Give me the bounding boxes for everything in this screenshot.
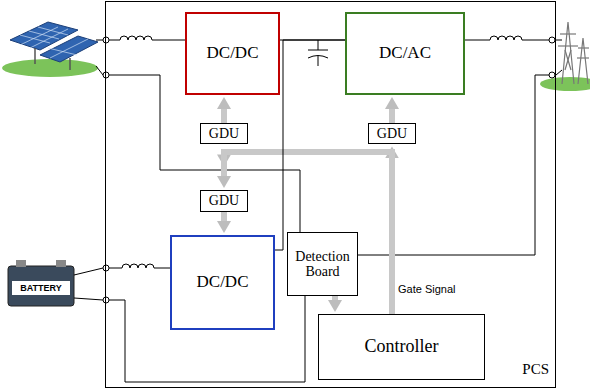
gate-signal-bus <box>221 107 227 123</box>
battery-label: BATTERY <box>14 282 68 294</box>
transmission-tower-icon <box>540 22 590 91</box>
gate-signal-bus <box>332 296 338 302</box>
pcs-housing: PCS DC/DC DC/AC GDU GDU GDU DC/DC Detection Boa… <box>105 1 556 388</box>
gate-driver-box: GDU <box>200 123 248 144</box>
dcdc-converter-box: DC/DC <box>185 12 280 95</box>
gate-driver-box: GDU <box>200 190 248 212</box>
solar-panel-icon <box>2 22 98 77</box>
gate-signal-bus <box>221 212 227 223</box>
dc-bus-line <box>275 40 345 250</box>
dcdc-converter-box: DC/DC <box>170 235 275 330</box>
box-label: GDU <box>209 126 239 141</box>
box-label: Controller <box>365 337 439 357</box>
wiring <box>74 36 562 382</box>
box-label: Detection Board <box>288 249 357 280</box>
box-label: GDU <box>209 193 239 208</box>
box-label: DC/AC <box>379 44 431 63</box>
detection-board-box: Detection Board <box>287 232 358 296</box>
box-label: GDU <box>377 126 407 141</box>
dcac-inverter-box: DC/AC <box>345 12 465 95</box>
gate-driver-box: GDU <box>368 123 416 144</box>
signal-label: Gate Signal <box>397 283 456 295</box>
box-label: DC/DC <box>207 44 259 63</box>
gate-signal-bus <box>389 107 395 123</box>
box-label: DC/DC <box>197 273 249 292</box>
controller-box: Controller <box>318 314 485 380</box>
battery-icon <box>8 260 74 306</box>
housing-label: PCS <box>522 361 549 378</box>
